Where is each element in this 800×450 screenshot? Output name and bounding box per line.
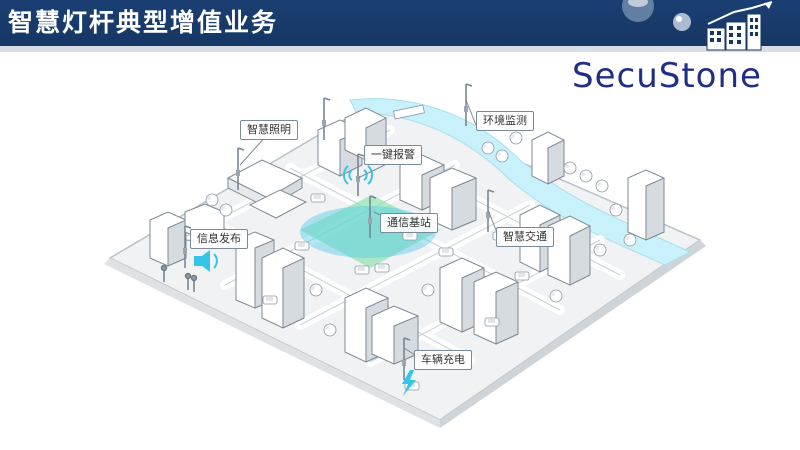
building-chart-icon <box>706 1 773 51</box>
label-environment-monitoring: 环境监测 <box>476 111 534 131</box>
pedestrians <box>160 264 198 292</box>
label-info-publishing: 信息发布 <box>190 229 248 249</box>
signal-icon <box>342 165 374 185</box>
label-smart-lighting: 智慧照明 <box>240 120 298 140</box>
header-decoration <box>622 0 773 51</box>
label-vehicle-charging: 车辆充电 <box>414 350 472 370</box>
header-strip <box>0 46 800 52</box>
secustone-logo: SecuStone <box>572 56 762 96</box>
page-title: 智慧灯杆典型增值业务 <box>8 8 279 37</box>
speaker-icon <box>194 250 218 272</box>
header-bar: 智慧灯杆典型增值业务 <box>0 0 800 46</box>
label-base-station: 通信基站 <box>380 213 438 233</box>
lightning-icon <box>402 370 416 396</box>
label-smart-traffic: 智慧交通 <box>496 227 554 247</box>
label-one-key-alarm: 一键报警 <box>364 145 422 165</box>
